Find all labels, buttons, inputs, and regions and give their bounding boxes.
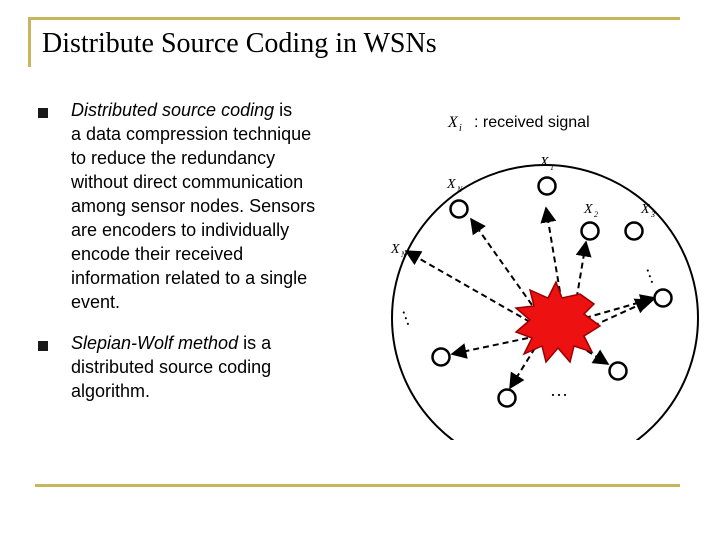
label-xn-base: X xyxy=(446,177,456,192)
ellipsis-left: … xyxy=(398,305,423,329)
label-xn-1-sub: N−1 xyxy=(400,250,416,259)
ellipsis-right: … xyxy=(642,263,667,287)
arrow-to-xn-1 xyxy=(404,250,531,323)
bullet-marker-icon xyxy=(38,341,48,351)
label-xn-1-base: X xyxy=(390,242,400,257)
sensor-node xyxy=(431,347,451,367)
bullet-1-line: encode their received xyxy=(71,244,244,264)
bullet-2-first-line: Slepian-Wolf method is a xyxy=(71,331,271,355)
event-burst-icon xyxy=(514,280,602,364)
bullet-2-first-line-rest: is a xyxy=(238,333,272,353)
sensor-node xyxy=(624,221,644,241)
bullet-marker-icon xyxy=(38,108,48,118)
legend-subscript: i xyxy=(459,123,462,134)
bullet-1-first-line: Distributed source coding is xyxy=(71,98,315,122)
sensor-node xyxy=(580,221,600,241)
legend-symbol: X xyxy=(447,114,459,131)
bullet-1-line: are encoders to individually xyxy=(71,220,290,240)
bullet-1-line: to reduce the redundancy xyxy=(71,148,276,168)
arrow-to-x1 xyxy=(540,206,561,293)
bullet-1-line: a data compression technique xyxy=(71,124,312,144)
sensor-node xyxy=(449,199,469,219)
arrow-to-x3 xyxy=(584,294,657,319)
title-top-rule xyxy=(28,17,680,20)
slide-title: Distribute Source Coding in WSNs xyxy=(42,28,437,59)
sensor-node xyxy=(537,176,557,196)
label-x2-sub: 2 xyxy=(594,210,598,219)
arrow-to-xn xyxy=(470,217,533,306)
sensor-nodes xyxy=(431,176,673,408)
label-x3-base: X xyxy=(640,202,650,217)
ellipsis-bottom: … xyxy=(550,380,568,400)
node-labels: X 1 X 2 X 3 X N X N−1 xyxy=(390,155,655,259)
bullet-1-line: information related to a single xyxy=(71,268,308,288)
footer-rule xyxy=(35,484,680,487)
label-x2-base: X xyxy=(583,202,593,217)
bullet-1-term: Distributed source coding xyxy=(71,100,275,120)
arrow-to-node-right xyxy=(569,339,610,365)
bullet-1-line: event. xyxy=(71,292,121,312)
bullet-2-text: Slepian-Wolf method is a distributed sou… xyxy=(71,331,271,403)
arrow-to-node-bottom xyxy=(509,347,536,390)
label-x1-sub: 1 xyxy=(550,163,554,172)
label-x3-sub: 3 xyxy=(650,210,655,219)
bullet-2-line: algorithm. xyxy=(71,381,151,401)
ellipsis-marks: … … … xyxy=(398,263,667,400)
label-x1-base: X xyxy=(539,155,549,170)
legend: X i : received signal xyxy=(447,114,590,134)
bullet-1-first-line-rest: is xyxy=(274,100,293,120)
label-xn-sub: N xyxy=(456,185,463,194)
sensor-node xyxy=(653,288,673,308)
title-left-rule xyxy=(28,17,31,67)
bullet-1-line: without direct communication xyxy=(71,172,304,192)
network-boundary xyxy=(391,164,699,440)
sensor-network-diagram: X i : received signal X 1 X 2 X 3 X N xyxy=(390,114,699,440)
arrow-to-node-left xyxy=(450,337,529,359)
sensor-node xyxy=(608,361,628,381)
bullet-1-text: Distributed source coding is a data comp… xyxy=(71,98,315,314)
sensor-node xyxy=(497,388,517,408)
bullet-2-term: Slepian-Wolf method xyxy=(71,333,239,353)
bullet-1-line: among sensor nodes. Sensors xyxy=(71,196,316,216)
bullet-2-line: distributed source coding xyxy=(71,357,272,377)
legend-text: : received signal xyxy=(474,114,590,131)
